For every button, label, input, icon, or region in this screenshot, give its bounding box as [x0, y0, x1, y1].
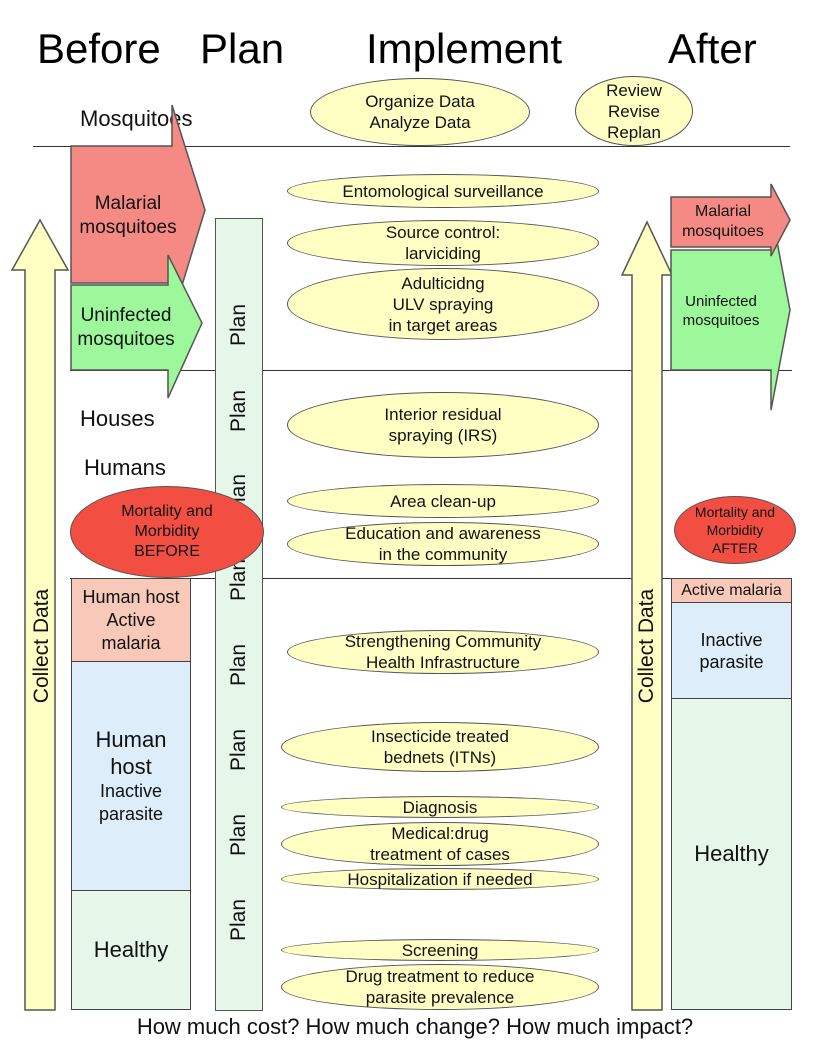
plan-column — [215, 218, 263, 1011]
section-label-houses: Houses — [80, 406, 155, 431]
intervention-parasite-prevalence: Drug treatment to reduce parasite preval… — [281, 964, 599, 1010]
active-malaria-after-box: Active malaria — [671, 578, 792, 603]
mortality-before-ellipse: Mortality and Morbidity BEFORE — [70, 486, 264, 578]
organize-analyze-ellipse: Organize Data Analyze Data — [310, 78, 530, 146]
intervention-hospitalization: Hospitalization if needed — [281, 868, 599, 890]
intervention-entomological-surveillance: Entomological surveillance — [287, 174, 599, 208]
intervention-education: Education and awareness in the community — [287, 522, 599, 566]
healthy-before-box: Healthy — [71, 890, 191, 1010]
human-host-title: Human host — [95, 727, 167, 779]
human-active-malaria-box: Human host Active malaria — [71, 578, 191, 662]
inactive-parasite-after-box: Inactive parasite — [671, 602, 792, 699]
header-implement: Implement — [366, 25, 563, 72]
malarial-mosquitoes-after-label: Malarial mosquitoes — [682, 203, 764, 240]
intervention-adulticiding: Adulticidng ULV spraying in target areas — [287, 268, 599, 340]
footer-questions: How much cost? How much change? How much… — [136, 1014, 694, 1039]
mortality-after-ellipse: Mortality and Morbidity AFTER — [674, 496, 796, 564]
intervention-area-cleanup: Area clean-up — [287, 484, 599, 518]
human-inactive-parasite-box: Human host Inactive parasite — [71, 661, 191, 891]
intervention-irs: Interior residual spraying (IRS) — [287, 392, 599, 458]
section-label-humans: Humans — [84, 455, 166, 480]
intervention-drug-treatment: Medical:drug treatment of cases — [281, 822, 599, 866]
intervention-screening: Screening — [281, 939, 599, 961]
divider-houses — [70, 370, 792, 371]
intervention-itns: Insecticide treated bednets (ITNs) — [281, 722, 599, 772]
inactive-parasite-label: Inactive parasite — [98, 781, 164, 824]
intervention-diagnosis: Diagnosis — [281, 796, 599, 818]
divider-mosquitoes — [33, 146, 790, 147]
uninfected-mosquitoes-after-label: Uninfected mosquitoes — [682, 293, 760, 329]
malarial-mosquitoes-before-label: Malarial mosquitoes — [79, 193, 177, 238]
healthy-after-box: Healthy — [671, 698, 792, 1010]
header-after: After — [668, 25, 757, 72]
review-revise-ellipse: Review Revise Replan — [575, 76, 693, 146]
header-before: Before — [37, 25, 161, 72]
header-plan: Plan — [200, 25, 285, 72]
intervention-source-control: Source control: larviciding — [287, 220, 599, 266]
intervention-community-health: Strengthening Community Health Infrastru… — [287, 630, 599, 674]
uninfected-mosquitoes-before-label: Uninfected mosquitoes — [77, 305, 175, 350]
divider-humans — [70, 578, 792, 579]
